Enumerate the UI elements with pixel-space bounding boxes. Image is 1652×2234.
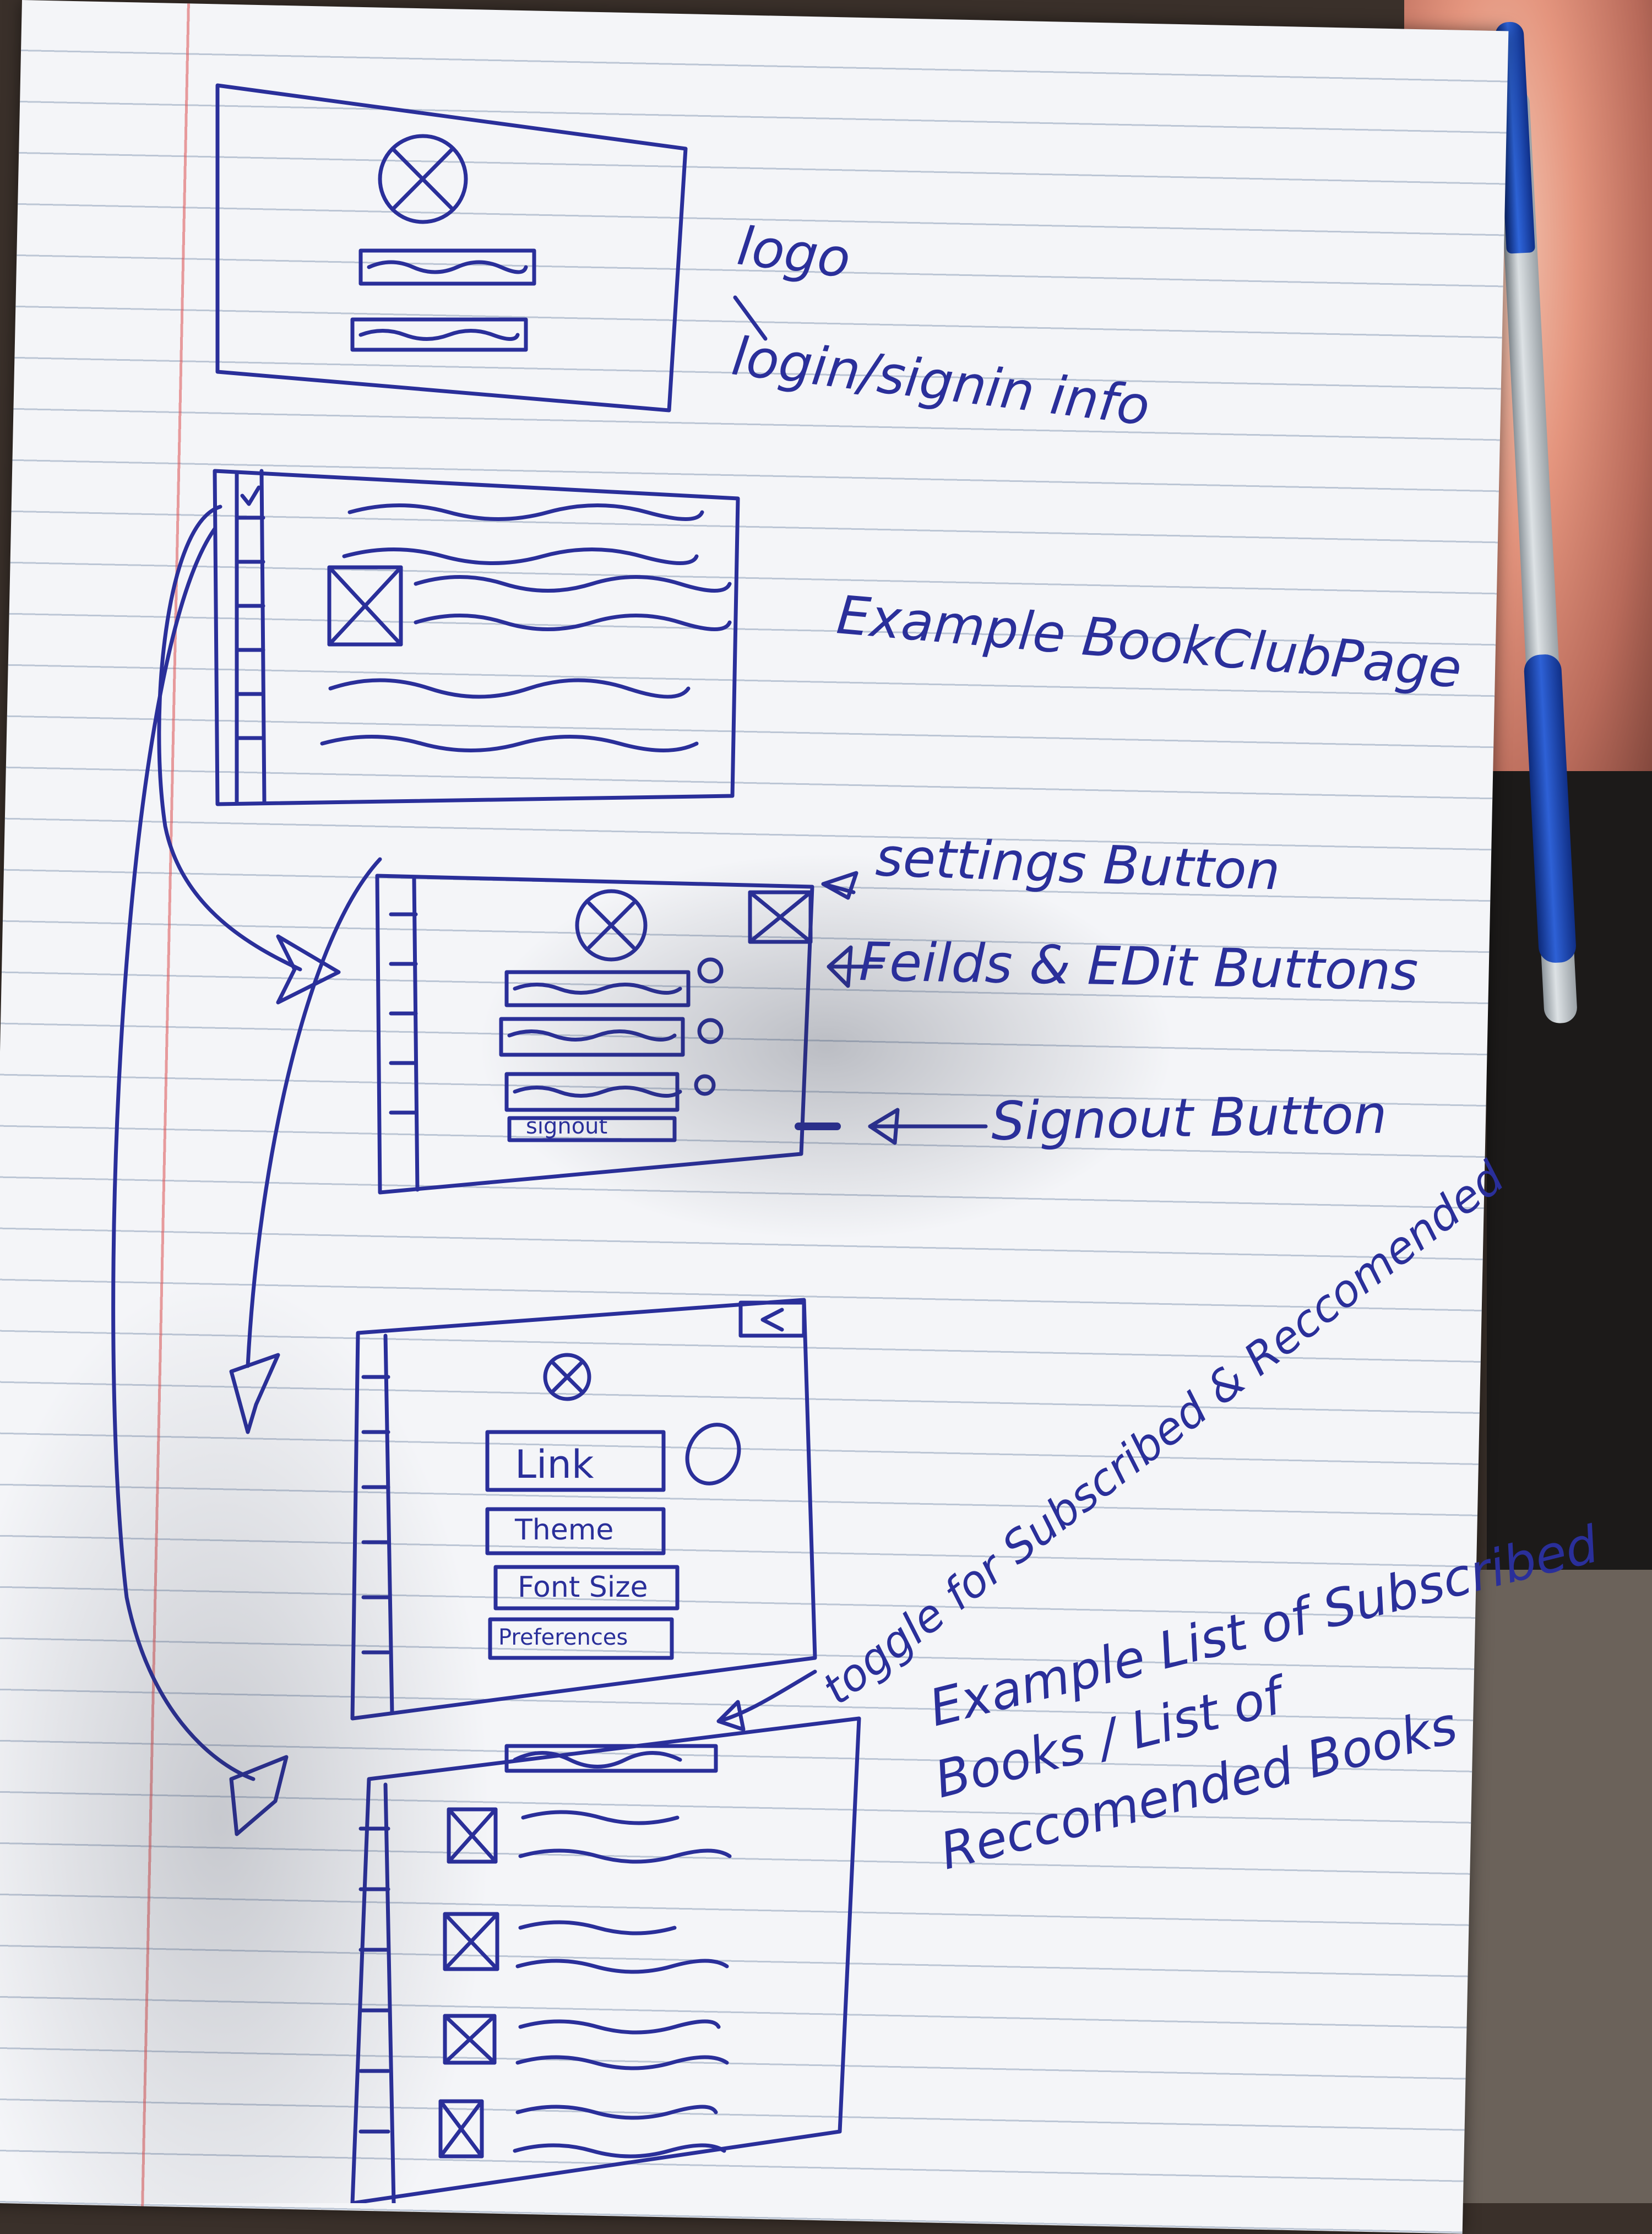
login-wireframe xyxy=(215,83,688,413)
book-cover-placeholder-icon xyxy=(327,565,403,647)
book-cover-placeholder-icon xyxy=(438,2099,484,2159)
book-cover-placeholder-icon xyxy=(443,2014,497,2065)
bookclub-wireframe xyxy=(213,469,740,806)
book-cover-placeholder-icon xyxy=(447,1807,498,1864)
book-cover-placeholder-icon xyxy=(443,1912,499,1971)
signout-label: signout xyxy=(526,1114,608,1139)
logo-placeholder-icon xyxy=(378,134,468,224)
annotation-fields-edit-buttons: Feilds & EDit Buttons xyxy=(858,931,1419,1002)
navigation-arrows xyxy=(111,295,988,1836)
booklist-wireframe xyxy=(350,1716,861,2203)
theme-label: Theme xyxy=(515,1514,614,1547)
annotation-signout-button: Signout Button xyxy=(991,1083,1388,1152)
back-button-placeholder xyxy=(738,1300,806,1338)
edit-button-icon xyxy=(694,1074,716,1096)
edit-button-icon xyxy=(697,957,724,984)
preferences-wireframe xyxy=(350,1298,817,1721)
subscribed-reccomended-toggle xyxy=(504,1744,718,1773)
font-size-label: Font Size xyxy=(518,1571,648,1604)
link-edit-icon xyxy=(685,1423,741,1485)
preferences-label: Preferences xyxy=(498,1625,628,1650)
profile-avatar-placeholder-icon xyxy=(575,889,648,962)
profile-avatar-placeholder-icon xyxy=(543,1353,591,1401)
profile-wireframe xyxy=(375,874,814,1195)
link-label: Link xyxy=(515,1442,594,1487)
edit-button-icon xyxy=(697,1018,724,1044)
signout-button-placeholder xyxy=(507,1116,677,1142)
settings-button-placeholder-icon xyxy=(748,890,813,944)
